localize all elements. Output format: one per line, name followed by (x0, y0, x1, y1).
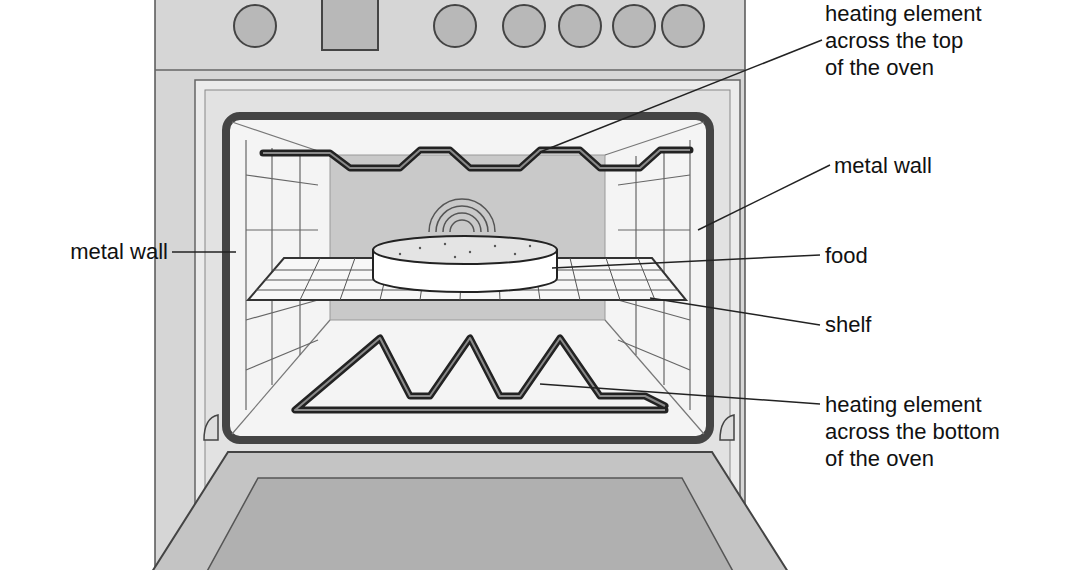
dot (454, 256, 456, 258)
grid-line (271, 148, 272, 385)
grid-line (246, 175, 318, 185)
display-panel (322, 0, 378, 50)
bottom-heating-element (295, 338, 665, 410)
knob (434, 5, 476, 47)
fan-arc (429, 199, 495, 232)
shelf-wire (300, 258, 320, 300)
leader-line (698, 165, 830, 230)
leader-line (172, 251, 236, 253)
edge-line (232, 320, 330, 434)
grid-line (246, 300, 318, 320)
grid-line (663, 148, 664, 385)
fan-arc (450, 220, 474, 232)
leader-line (552, 255, 820, 268)
shelf-wire (570, 258, 580, 300)
door-hinge (204, 415, 218, 440)
grid-line (299, 156, 300, 355)
part-label: shelf (825, 311, 1025, 338)
leader-line (650, 298, 820, 325)
grid-line (618, 340, 690, 370)
knob (234, 5, 276, 47)
food-dish (373, 236, 557, 292)
part-label: metal wall (834, 152, 1034, 179)
part-label: heating element across the bottom of the… (825, 391, 1015, 472)
knob (662, 5, 704, 47)
edge-line (605, 320, 704, 434)
cavity-perspective (232, 122, 704, 434)
fan-symbol (429, 199, 495, 232)
food-texture (399, 243, 531, 258)
bottom-heating-element-core (295, 338, 665, 410)
oven-door (150, 452, 790, 570)
grid-line (618, 229, 690, 230)
grid-line (246, 229, 318, 230)
part-label: heating element across the top of the ov… (825, 0, 985, 81)
part-label: food (825, 242, 1025, 269)
fan-arc (443, 213, 481, 232)
top-heating-element (263, 150, 690, 168)
shelf-wire (340, 258, 355, 300)
leader-line (540, 384, 820, 404)
dot (399, 253, 401, 255)
fan-arc (436, 206, 488, 232)
panel-edge (155, 69, 745, 71)
control-knobs (234, 0, 704, 50)
door-frame (195, 80, 740, 570)
dot (529, 245, 531, 247)
top-heating-element-core (263, 150, 690, 168)
door-window (205, 478, 735, 570)
dot (419, 247, 421, 249)
dot (469, 251, 471, 253)
leader-lines (172, 40, 830, 404)
grid-line (635, 156, 636, 355)
leader-line (540, 40, 822, 152)
knob (559, 5, 601, 47)
dot (444, 243, 446, 245)
grid-line (246, 340, 318, 370)
dish-top (373, 236, 557, 264)
door-hinge (720, 415, 734, 440)
dot (514, 253, 516, 255)
dot (494, 245, 496, 247)
knob (503, 5, 545, 47)
knob (613, 5, 655, 47)
part-label: metal wall (8, 238, 168, 265)
grid-line (618, 175, 690, 185)
